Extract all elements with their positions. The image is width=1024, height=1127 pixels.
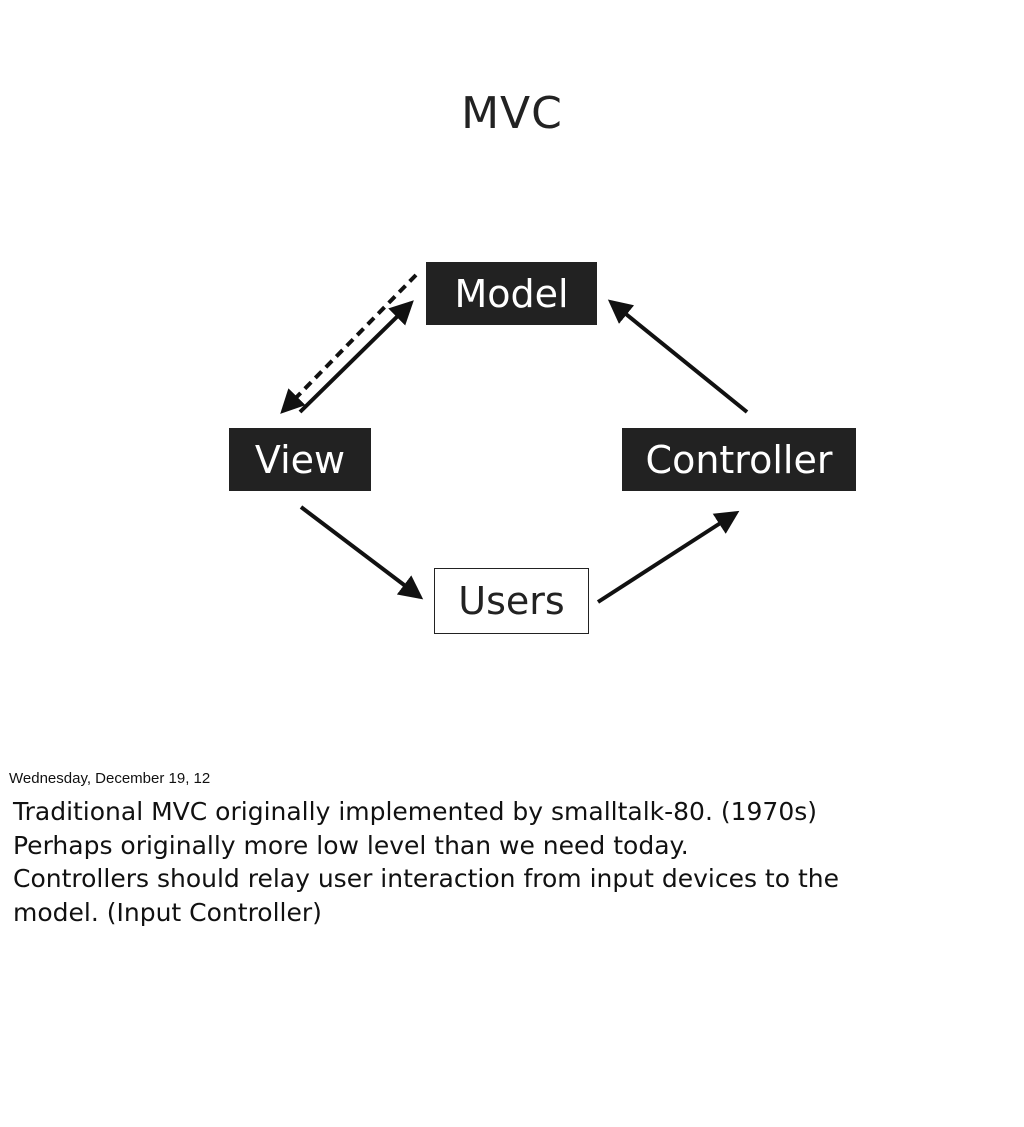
- notes-line: Controllers should relay user interactio…: [13, 864, 840, 893]
- notes-line: Perhaps originally more low level than w…: [13, 830, 689, 860]
- model-node: Model: [426, 262, 597, 325]
- slide-title: MVC: [461, 88, 563, 139]
- users-node: Users: [434, 568, 589, 634]
- edge-view-to-model: [298, 300, 414, 414]
- controller-node: Controller: [622, 428, 856, 491]
- edge-controller-to-model: [607, 299, 749, 414]
- view-node: View: [229, 428, 371, 491]
- date-stamp: Wednesday, December 19, 12: [9, 770, 211, 787]
- speaker-notes: Traditional MVC originally implemented b…: [13, 795, 1013, 929]
- diagram-arrows: [280, 273, 749, 604]
- notes-line: model. (Input Controller): [13, 897, 322, 927]
- edge-view-to-users: [299, 505, 424, 600]
- edge-users-to-controller: [596, 510, 740, 604]
- notes-line: Traditional MVC originally implemented b…: [13, 797, 818, 826]
- edge-model-to-view-dashed: [280, 273, 418, 414]
